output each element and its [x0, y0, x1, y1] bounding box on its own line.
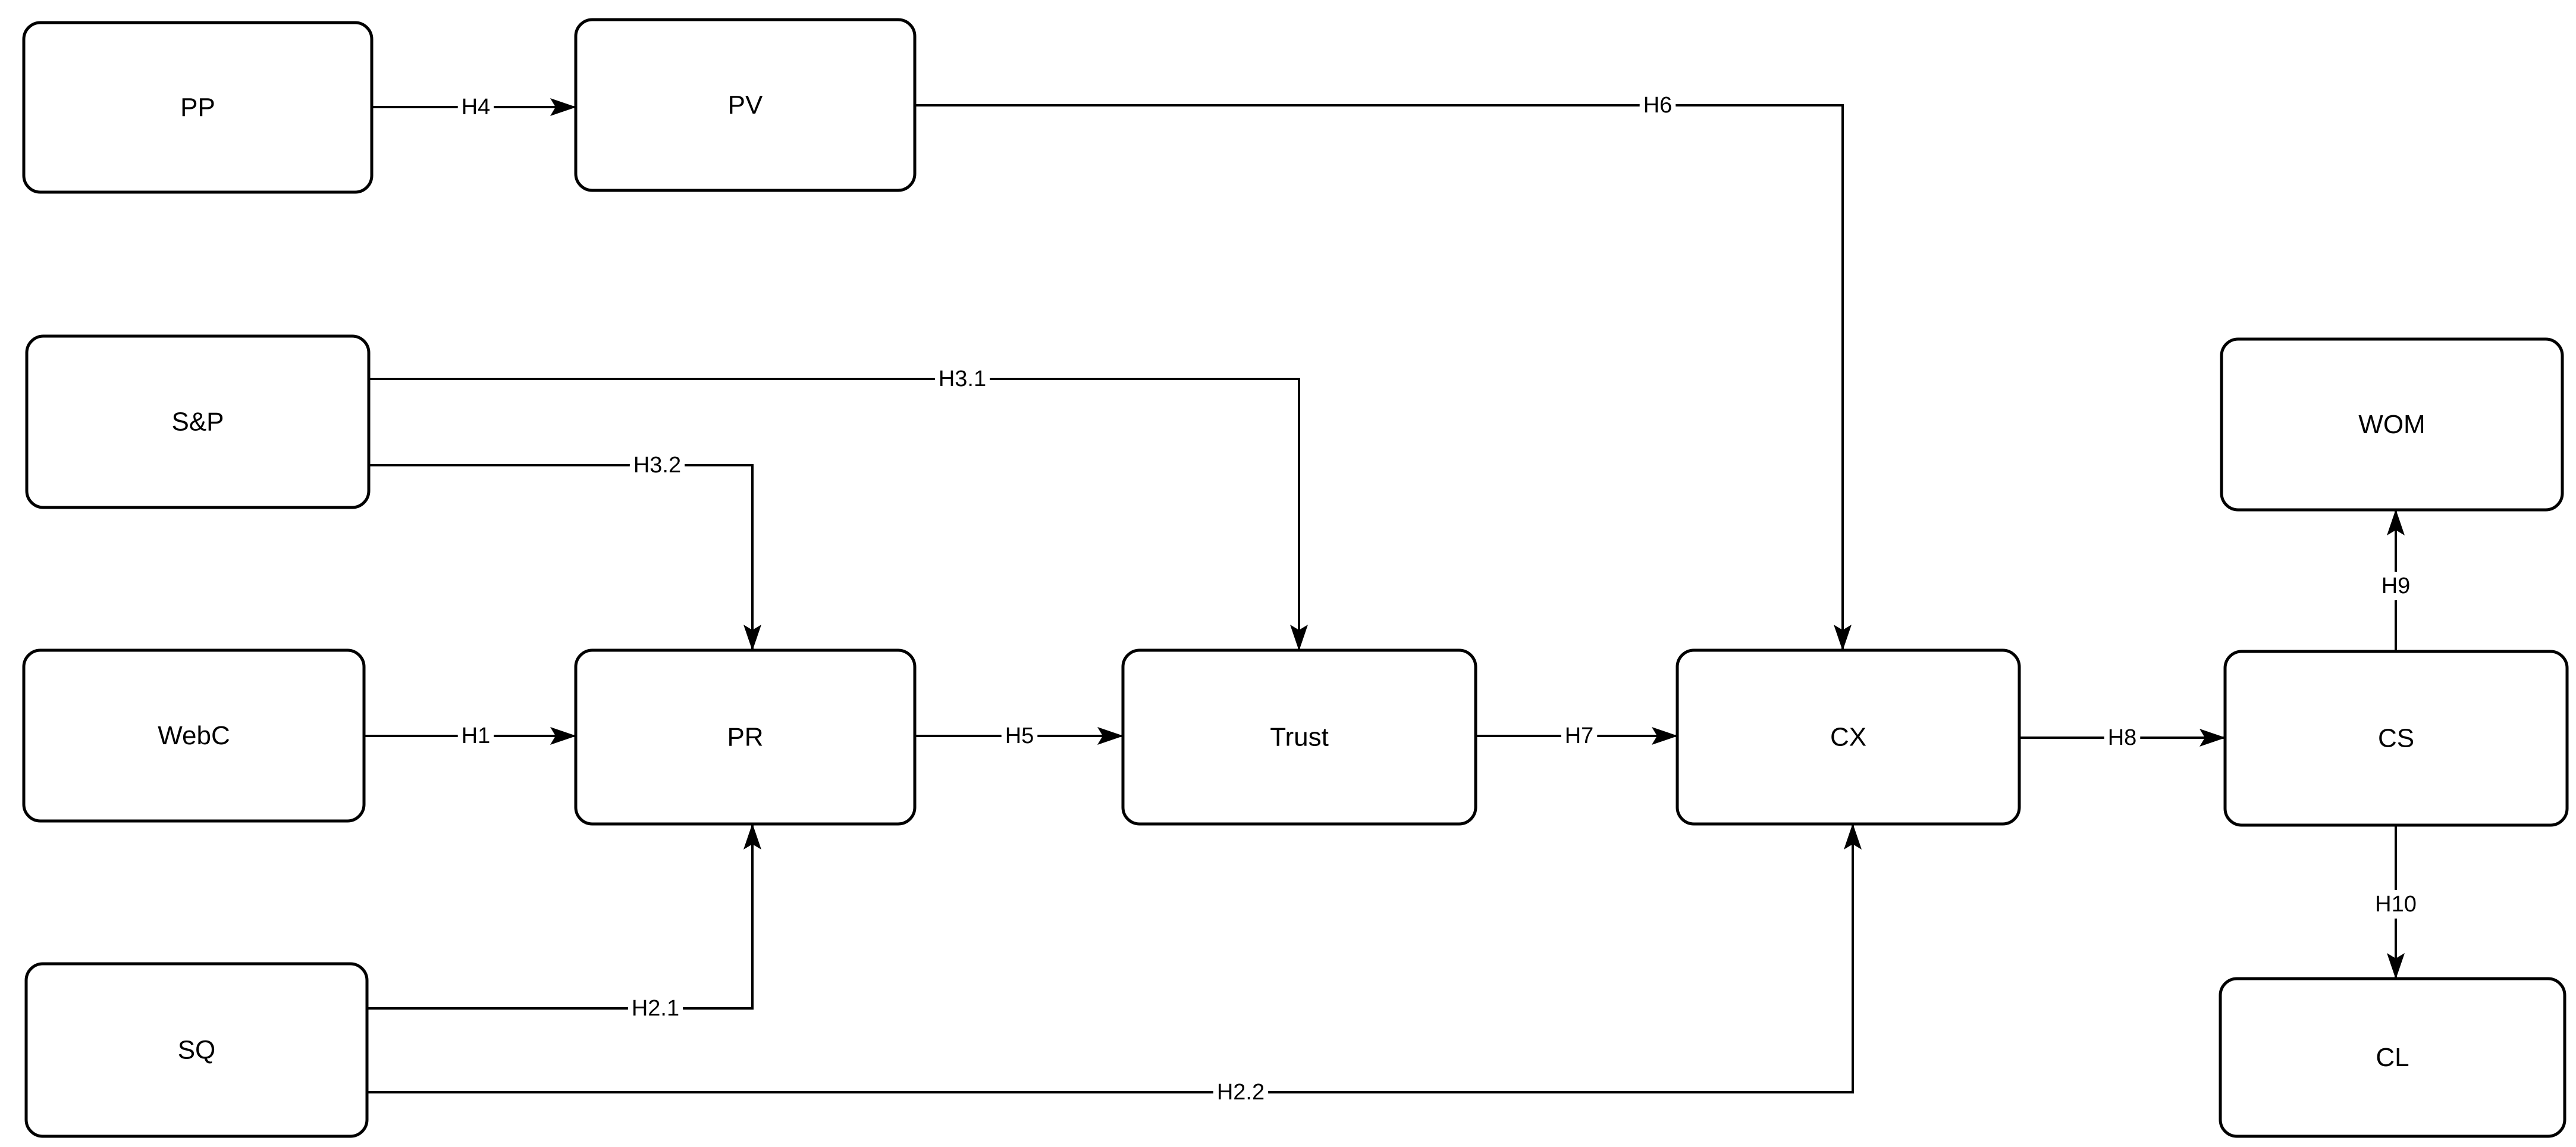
node-box-cl	[2219, 977, 2566, 1138]
edge-label-h8: H8	[2108, 725, 2137, 750]
edge-h6: H6	[915, 91, 1852, 651]
edge-h5: H5	[915, 722, 1124, 750]
node-label-trust: Trust	[1270, 723, 1329, 752]
edge-line-h3_1	[369, 378, 1308, 651]
edge-label-h7: H7	[1565, 723, 1594, 748]
edge-label-bg-h2_1	[627, 994, 683, 1023]
edge-label-bg-h9	[2377, 572, 2414, 600]
edge-h7: H7	[1476, 722, 1678, 750]
edge-h3_1: H3.1	[369, 365, 1308, 651]
node-label-sq: SQ	[178, 1036, 216, 1065]
node-cx: CX	[1676, 648, 2021, 826]
edge-label-bg-h8	[2104, 723, 2141, 752]
node-label-webc: WebC	[158, 721, 230, 750]
node-box-sp	[25, 334, 371, 509]
edge-label-h2_2: H2.2	[1217, 1080, 1265, 1105]
node-label-cs: CS	[2378, 724, 2414, 753]
edge-label-h6: H6	[1643, 93, 1673, 118]
edge-label-bg-h3_1	[934, 365, 990, 393]
edge-h9: H9	[2377, 509, 2414, 651]
node-label-sp: S&P	[171, 408, 224, 437]
edge-label-h4: H4	[462, 95, 491, 120]
node-box-cs	[2223, 650, 2569, 827]
edge-label-h2_1: H2.1	[632, 996, 679, 1021]
edge-label-bg-h1	[457, 722, 494, 750]
node-label-cx: CX	[1830, 723, 1866, 752]
edge-label-h9: H9	[2382, 574, 2411, 598]
edge-label-bg-h3_2	[629, 451, 685, 480]
node-sp: S&P	[25, 334, 371, 509]
node-box-sq	[24, 962, 369, 1138]
node-box-pv	[574, 18, 917, 192]
node-wom: WOM	[2220, 337, 2564, 512]
node-box-cx	[1676, 648, 2021, 826]
node-sq: SQ	[24, 962, 369, 1138]
node-pr: PR	[574, 648, 917, 826]
edge-label-bg-h6	[1639, 91, 1676, 120]
edge-label-h3_1: H3.1	[939, 366, 986, 391]
node-label-pp: PP	[180, 93, 215, 122]
edge-label-h3_2: H3.2	[633, 453, 681, 478]
edge-line-h2_1	[367, 823, 761, 1010]
edge-label-bg-h10	[2371, 890, 2420, 919]
edge-label-bg-h5	[1001, 722, 1038, 750]
node-trust: Trust	[1121, 648, 1477, 826]
edge-h10: H10	[2371, 825, 2420, 979]
edge-line-h3_2	[369, 464, 761, 651]
node-label-pv: PV	[728, 90, 763, 120]
node-box-trust	[1121, 648, 1477, 826]
node-label-pr: PR	[727, 723, 763, 752]
node-cl: CL	[2219, 977, 2566, 1138]
edge-label-h1: H1	[462, 723, 491, 748]
edge-line-h6	[915, 104, 1852, 651]
node-webc: WebC	[22, 648, 366, 823]
edge-line-h2_2	[367, 823, 1862, 1093]
edge-h1: H1	[364, 722, 576, 750]
edge-label-bg-h7	[1561, 722, 1598, 750]
edge-h2_2: H2.2	[367, 823, 1862, 1107]
node-box-pp	[22, 21, 374, 194]
edge-label-bg-h4	[457, 93, 494, 121]
node-pp: PP	[22, 21, 374, 194]
edge-label-h10: H10	[2375, 892, 2417, 917]
edge-h4: H4	[372, 93, 576, 121]
node-box-wom	[2220, 337, 2564, 512]
node-cs: CS	[2223, 650, 2569, 827]
edge-label-h5: H5	[1005, 723, 1034, 748]
node-label-wom: WOM	[2358, 410, 2425, 439]
edge-h8: H8	[2019, 723, 2226, 752]
node-box-webc	[22, 648, 366, 823]
edge-h3_2: H3.2	[369, 451, 761, 651]
edge-label-bg-h2_2	[1213, 1078, 1269, 1107]
node-pv: PV	[574, 18, 917, 192]
edge-h2_1: H2.1	[367, 823, 761, 1023]
node-label-cl: CL	[2376, 1043, 2409, 1072]
node-box-pr	[574, 648, 917, 826]
